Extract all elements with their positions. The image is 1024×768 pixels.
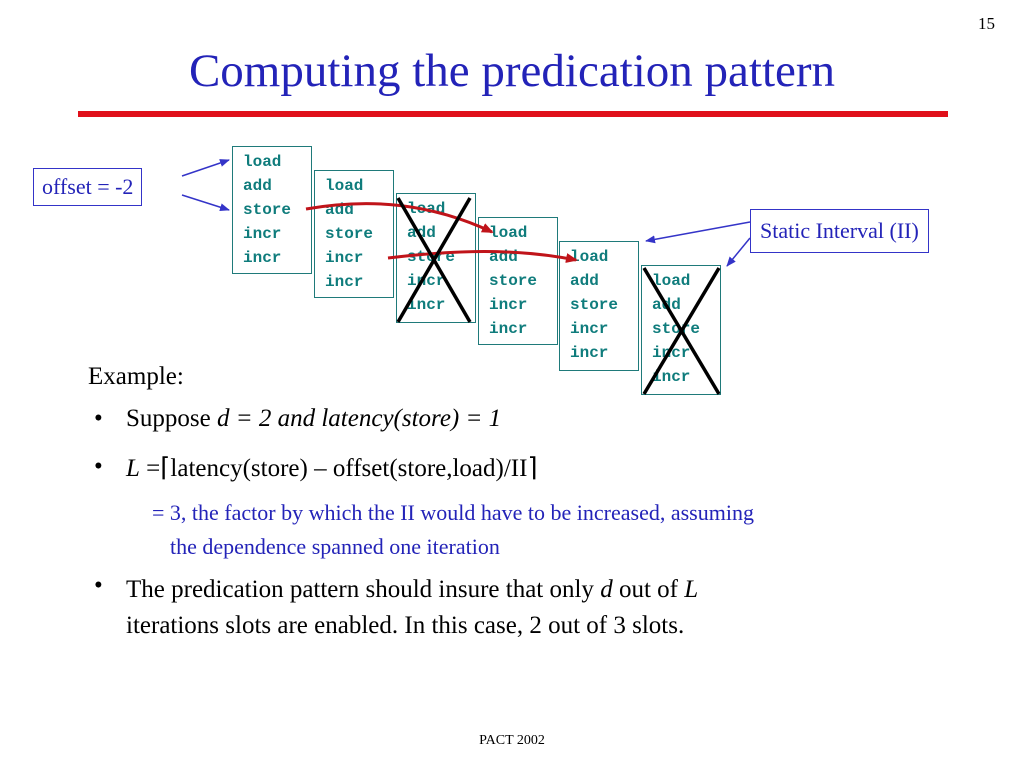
instr-store: store — [570, 296, 619, 314]
predication-L: L — [684, 576, 699, 603]
instr-store: store — [243, 201, 292, 219]
instr-store: store — [652, 320, 701, 338]
instr-incr: incr — [243, 249, 282, 267]
predication-line-2: iterations slots are enabled. In this ca… — [126, 612, 685, 639]
formula-equals: = — [139, 455, 161, 482]
bullet-formula: L =⌈latency(store) – offset(store,load)/… — [126, 453, 538, 483]
explanation-line-1: = 3, the factor by which the II would ha… — [152, 500, 754, 525]
suppose-condition: d = 2 and latency(store) = 1 — [216, 405, 502, 432]
iteration-box-5: load add store incr incr — [559, 241, 639, 371]
instr-incr: incr — [325, 249, 364, 267]
predication-text: The predication pattern should insure th… — [126, 576, 601, 603]
bullet-marker: • — [94, 453, 103, 480]
instr-load: load — [489, 224, 528, 242]
instr-load: load — [652, 272, 691, 290]
suppose-prefix: Suppose — [126, 405, 217, 432]
explanation-line-2: the dependence spanned one iteration — [170, 534, 500, 559]
formula-expression: latency(store) – offset(store,load)/II — [170, 455, 528, 482]
interval-arrow-lower — [726, 237, 751, 267]
predication-d: d — [600, 576, 613, 603]
predication-line-1: The predication pattern should insure th… — [126, 572, 698, 608]
iteration-box-6: load add store incr incr — [641, 265, 721, 395]
formula-explanation: = 3, the factor by which the II would ha… — [152, 496, 754, 564]
instr-incr: incr — [652, 344, 691, 362]
instr-incr: incr — [489, 296, 528, 314]
instr-add: add — [407, 224, 436, 242]
instr-incr: incr — [243, 225, 282, 243]
instr-add: add — [570, 272, 599, 290]
instr-add: add — [652, 296, 681, 314]
instr-incr: incr — [570, 344, 609, 362]
offset-callout: offset = -2 — [33, 168, 143, 206]
predication-text: out of — [612, 576, 685, 603]
instr-store: store — [489, 272, 538, 290]
static-interval-callout: Static Interval (II) — [750, 209, 929, 253]
instr-load: load — [570, 248, 609, 266]
instr-incr: incr — [407, 296, 446, 314]
footer: PACT 2002 — [479, 733, 545, 748]
instr-incr: incr — [652, 368, 691, 386]
example-label: Example: — [88, 363, 184, 390]
iteration-box-1: load add store incr incr — [232, 146, 312, 274]
instr-incr: incr — [570, 320, 609, 338]
ceiling-left: ⌈ — [160, 453, 171, 483]
instr-incr: incr — [407, 272, 446, 290]
instr-load: load — [243, 153, 282, 171]
instr-store: store — [325, 225, 374, 243]
formula-variable: L — [126, 455, 140, 482]
instr-load: load — [407, 200, 446, 218]
bullet-marker: • — [94, 405, 103, 432]
instr-incr: incr — [489, 320, 528, 338]
bullet-marker: • — [94, 572, 103, 599]
instr-add: add — [489, 248, 518, 266]
bullet-predication: The predication pattern should insure th… — [126, 572, 698, 644]
iteration-box-3: load add store incr incr — [396, 193, 476, 323]
slide-title: Computing the predication pattern — [188, 45, 836, 97]
instr-load: load — [325, 177, 364, 195]
iteration-box-4: load add store incr incr — [478, 217, 558, 345]
instr-store: store — [407, 248, 456, 266]
instr-add: add — [325, 201, 354, 219]
interval-arrow-upper — [645, 221, 751, 244]
title-underline — [78, 111, 948, 117]
instr-incr: incr — [325, 273, 364, 291]
bullet-suppose: Suppose d = 2 and latency(store) = 1 — [126, 405, 501, 433]
offset-arrow-upper — [181, 159, 230, 177]
ceiling-right: ⌉ — [527, 453, 538, 483]
iteration-box-2: load add store incr incr — [314, 170, 394, 298]
offset-arrow-lower — [181, 194, 230, 212]
instr-add: add — [243, 177, 272, 195]
slide-number: 15 — [978, 14, 995, 33]
